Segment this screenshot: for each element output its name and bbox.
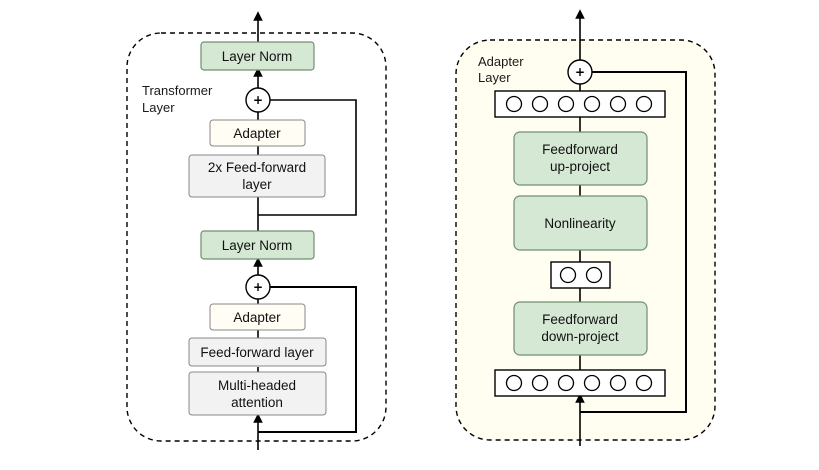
ffn-label: Feed-forward layer <box>200 345 314 360</box>
nonlinearity-label: Nonlinearity <box>544 216 616 231</box>
top-vector-unit <box>583 95 601 113</box>
ffn-2x-label-line2: layer <box>242 177 272 192</box>
down-project-box <box>513 301 648 356</box>
skip-connection-bottom <box>258 286 357 433</box>
bottom-vector-unit <box>505 374 523 392</box>
add-node-top <box>245 87 271 113</box>
layer-norm-top-label: Layer Norm <box>222 49 293 64</box>
add-node-bottom-symbol: + <box>253 280 263 294</box>
adapter-bottom-box <box>209 303 306 331</box>
adapter-layer-label-line2: Layer <box>478 70 511 85</box>
up-project-label-line2: up-project <box>550 159 610 174</box>
top-vector-unit <box>505 95 523 113</box>
adapter-add-node-symbol: + <box>575 65 585 79</box>
adapter-top-label: Adapter <box>233 126 281 141</box>
attention-box <box>188 371 327 416</box>
layer-norm-bottom-box <box>200 230 315 260</box>
add-node-bottom <box>245 274 271 300</box>
down-project-label-line2: down-project <box>541 329 619 344</box>
bottom-vector-unit <box>531 374 549 392</box>
transformer-layer-label-line1: Transformer <box>142 83 213 98</box>
up-project-label-line1: Feedforward <box>542 142 618 157</box>
top-vector-unit <box>531 95 549 113</box>
ffn-2x-label-line1: 2x Feed-forward <box>208 160 306 175</box>
layer-norm-top-box <box>200 41 315 71</box>
layer-norm-bottom-label: Layer Norm <box>222 238 293 253</box>
adapter-layer-panel: Adapter Layer + Feedforward up-project <box>455 9 716 446</box>
attention-label-line2: attention <box>231 395 283 410</box>
up-project-box <box>513 131 648 186</box>
top-vector-unit <box>557 95 575 113</box>
top-vector-unit <box>609 95 627 113</box>
adapter-layer-label-line1: Adapter <box>478 54 524 69</box>
top-vector <box>494 90 666 118</box>
transformer-layer-panel: Transformer Layer Layer Norm + Adapter 2… <box>126 11 387 450</box>
skip-connection-top <box>258 99 357 216</box>
adapter-add-node <box>567 59 593 85</box>
attention-label-line1: Multi-headed <box>218 378 296 393</box>
bottom-vector-unit <box>635 374 653 392</box>
adapter-top-box <box>209 119 306 147</box>
nonlinearity-box <box>513 195 648 251</box>
bottleneck-vector-unit <box>585 266 603 284</box>
add-node-top-symbol: + <box>253 93 263 107</box>
adapter-bottom-label: Adapter <box>233 310 281 325</box>
bottleneck-vector-unit <box>559 266 577 284</box>
bottom-vector-unit <box>583 374 601 392</box>
bottom-vector-unit <box>557 374 575 392</box>
ffn-box <box>188 337 327 367</box>
adapter-skip-connection <box>580 71 687 413</box>
down-project-label-line1: Feedforward <box>542 312 618 327</box>
ffn-2x-box <box>188 154 326 198</box>
bottom-vector-unit <box>609 374 627 392</box>
bottleneck-vector <box>550 261 611 289</box>
transformer-layer-label-line2: Layer <box>142 100 175 115</box>
top-vector-unit <box>635 95 653 113</box>
bottom-vector <box>494 369 666 397</box>
